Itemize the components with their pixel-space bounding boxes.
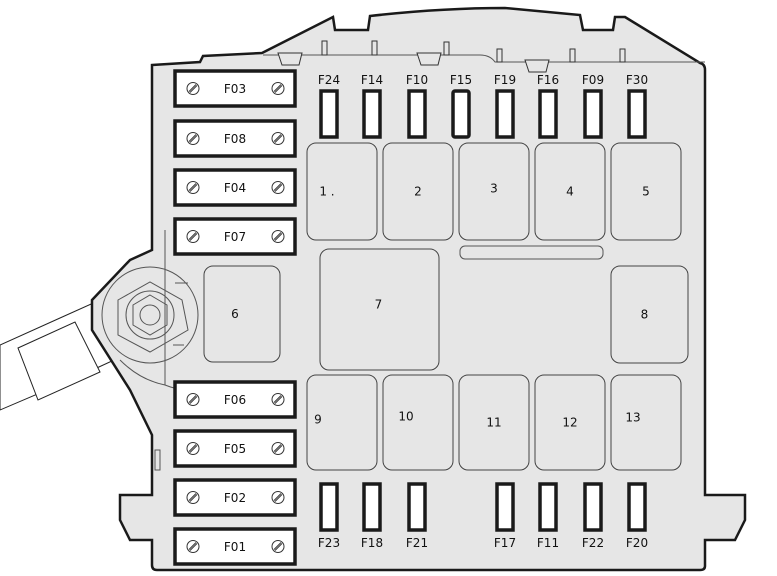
relay-number: 5 [642,185,650,199]
screw-icon [186,491,200,504]
maxi-fuse[interactable]: F04 [173,168,297,207]
relay-number: 7 [375,298,383,312]
relay-number: 13 [625,411,640,425]
maxi-fuse[interactable]: F02 [173,478,297,517]
fuse-label: F06 [224,393,246,407]
relay-number: 9 [314,413,322,427]
screw-icon [186,393,200,406]
relay-number: 3 [490,182,498,196]
mini-fuse[interactable]: F16 [537,73,559,139]
fuse-label: F01 [224,540,246,554]
mini-fuse[interactable]: F10 [406,73,428,139]
fuse-label: F02 [224,491,246,505]
screw-icon [186,442,200,455]
maxi-fuse[interactable]: F08 [173,119,297,158]
relay-number: 12 [562,416,577,430]
top-clips [277,40,626,73]
fuse-label: F10 [406,73,428,87]
relay-number: 10 [398,410,413,424]
mini-fuse[interactable]: F15 [450,73,472,139]
fuse-label: F18 [361,536,383,550]
relay-number: 2 [414,185,422,199]
fuse-label: F08 [224,132,246,146]
maxi-fuse[interactable]: F01 [173,527,297,566]
mini-fuse[interactable]: F22 [582,482,604,550]
screw-icon [271,230,285,243]
mini-fuse[interactable]: F17 [494,482,516,550]
screw-icon [271,393,285,406]
relay[interactable]: 13 [610,374,682,471]
maxi-fuse[interactable]: F07 [173,217,297,256]
mini-fuse[interactable]: F21 [406,482,428,550]
screw-icon [271,491,285,504]
fuse-label: F04 [224,181,246,195]
mini-fuse[interactable]: F24 [318,73,340,139]
relay-number: 11 [486,416,501,430]
fuse-label: F14 [361,73,383,87]
mini-fuse[interactable]: F30 [626,73,648,139]
fuse-label: F22 [582,536,604,550]
maxi-fuse[interactable]: F03 [173,69,297,108]
relay-number: 8 [641,308,649,322]
relay[interactable]: 2 [382,142,454,241]
fuse-label: F19 [494,73,516,87]
maxi-fuse[interactable]: F05 [173,429,297,468]
relays: 1 . 2 3 4 5 6 7 8 9 10 11 12 13 [203,142,689,471]
screw-icon [271,181,285,194]
relay[interactable]: 9 [306,374,378,471]
screw-icon [186,181,200,194]
fuse-label: F09 [582,73,604,87]
relay[interactable]: 7 [319,248,440,371]
screw-icon [271,442,285,455]
relay[interactable]: 12 [534,374,606,471]
fuse-label: F07 [224,230,246,244]
relay[interactable]: 6 [203,265,281,363]
mini-fuse[interactable]: F23 [318,482,340,550]
mini-fuse[interactable]: F09 [582,73,604,139]
relay[interactable]: 10 [382,374,454,471]
mini-fuse[interactable]: F18 [361,482,383,550]
screw-icon [271,82,285,95]
mini-fuse[interactable]: F19 [494,73,516,139]
fuse-label: F16 [537,73,559,87]
fuse-label: F21 [406,536,428,550]
relay-number: 1 . [319,185,334,199]
fuse-label: F17 [494,536,516,550]
mini-fuse[interactable]: F20 [626,482,648,550]
fuse-label: F23 [318,536,340,550]
relay[interactable]: 11 [458,374,530,471]
screw-icon [186,540,200,553]
relay[interactable]: 1 . [306,142,378,241]
screw-icon [271,540,285,553]
fuse-label: F30 [626,73,648,87]
fuse-label: F15 [450,73,472,87]
screw-icon [271,132,285,145]
mini-fuse[interactable]: F14 [361,73,383,139]
fuse-label: F05 [224,442,246,456]
relay[interactable]: 4 [534,142,606,241]
relay-number: 4 [566,185,574,199]
relay[interactable]: 3 [458,142,530,241]
fuse-label: F11 [537,536,559,550]
fuse-label: F24 [318,73,340,87]
relay-number: 6 [231,307,239,321]
relay[interactable]: 8 [610,265,689,364]
mini-fuse[interactable]: F11 [537,482,559,550]
maxi-fuse[interactable]: F06 [173,380,297,419]
inner-lines [101,54,705,471]
screw-icon [186,82,200,95]
screw-icon [186,230,200,243]
relay[interactable]: 5 [610,142,682,241]
fuse-label: F03 [224,82,246,96]
fuse-label: F20 [626,536,648,550]
screw-icon [186,132,200,145]
